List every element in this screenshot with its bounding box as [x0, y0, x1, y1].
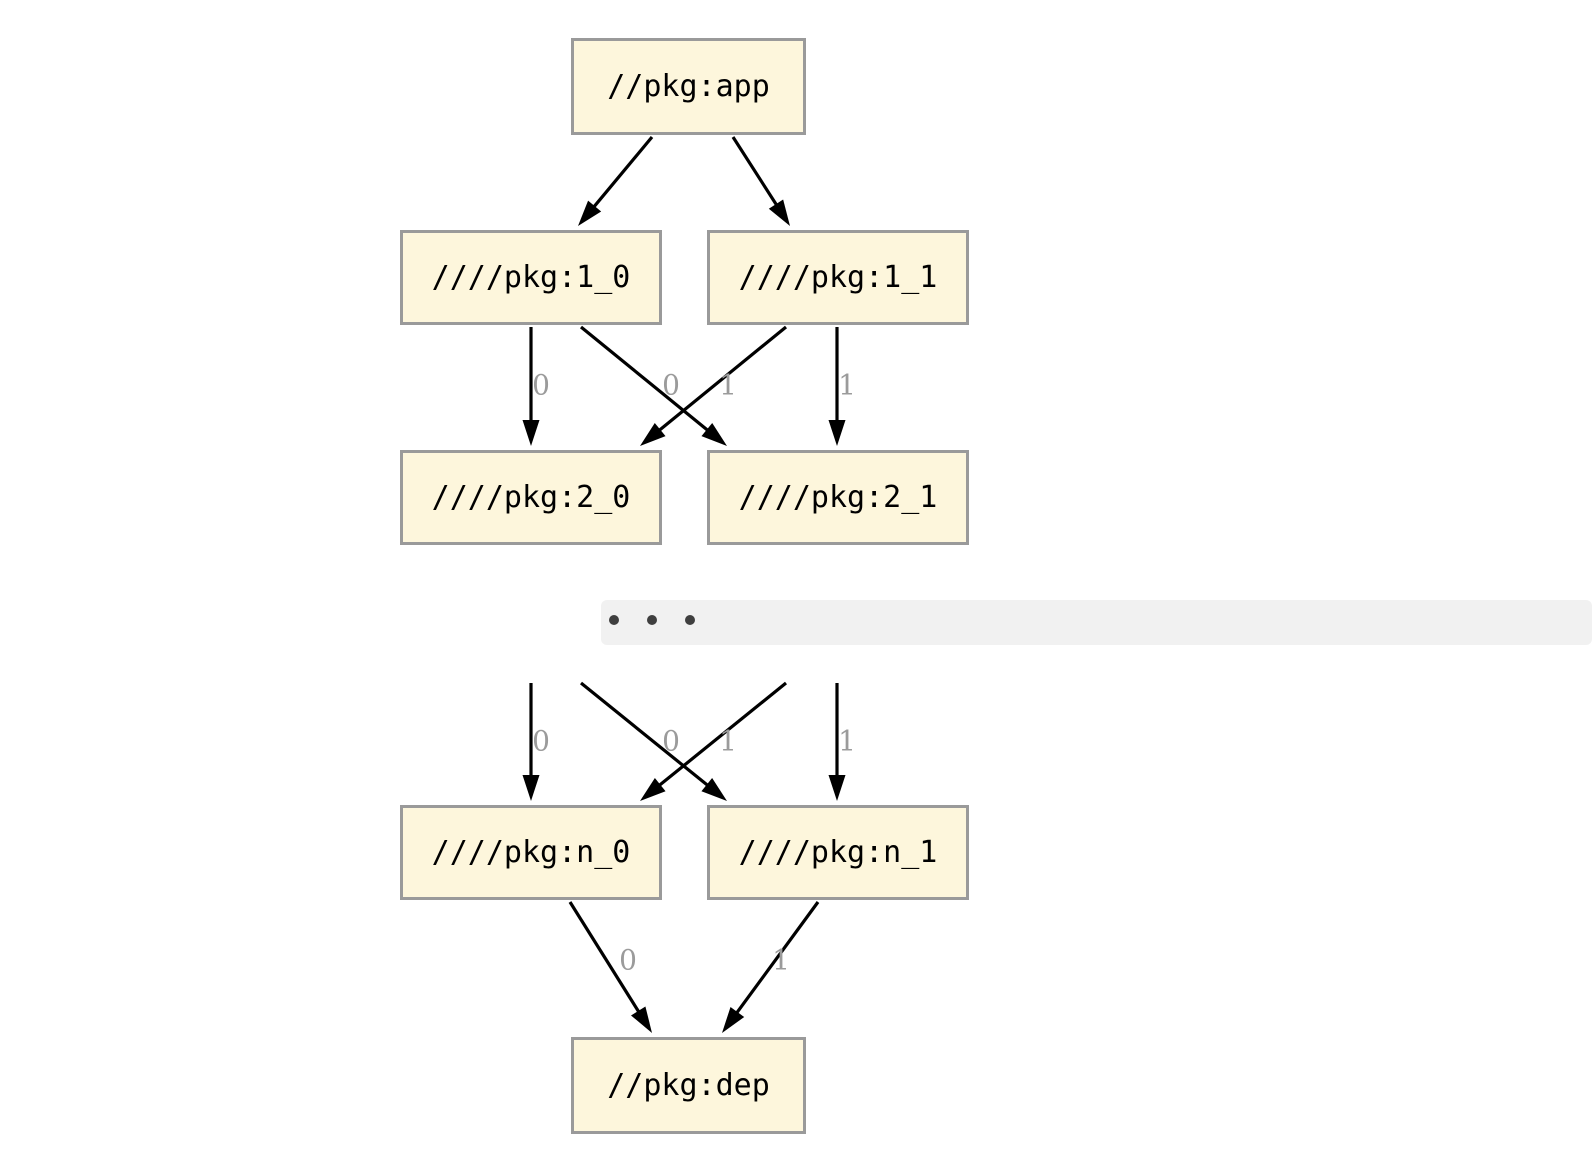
edge-label: 1 — [772, 944, 790, 977]
edge-line-10 — [568, 901, 642, 1015]
node-app[interactable]: //pkg:app — [571, 38, 806, 135]
edge-label: 0 — [532, 369, 550, 402]
edge-arrowhead-8 — [640, 778, 666, 801]
node-box — [707, 805, 969, 900]
edge-label: 1 — [838, 725, 856, 758]
edge-line-3 — [579, 325, 711, 433]
node-label: ////pkg:n_1 — [739, 835, 938, 870]
ellipsis-band — [601, 600, 1592, 645]
edges-group — [522, 135, 846, 1033]
node-nn_0[interactable]: ////pkg:n_0 — [400, 805, 662, 900]
node-label: ////pkg:1_1 — [739, 260, 938, 295]
node-box — [400, 450, 662, 545]
edge-label: 0 — [619, 944, 637, 977]
node-n2_1[interactable]: ////pkg:2_1 — [707, 450, 969, 545]
edge-label: 1 — [719, 725, 737, 758]
node-box — [707, 230, 969, 325]
node-dep[interactable]: //pkg:dep — [571, 1037, 806, 1134]
ellipsis-dot-0 — [609, 615, 619, 625]
nodes-group: //pkg:app ////pkg:1_0 ////pkg:1_1 ////pkg:2… — [400, 38, 969, 1134]
ellipsis-dot-2 — [685, 615, 695, 625]
edge-label: 1 — [719, 369, 737, 402]
edge-arrowhead-10 — [631, 1006, 652, 1033]
node-nn_1[interactable]: ////pkg:n_1 — [707, 805, 969, 900]
edge-arrowhead-2 — [522, 420, 540, 446]
edge-line-4 — [656, 325, 788, 433]
edge-label: 0 — [532, 725, 550, 758]
node-n1_0[interactable]: ////pkg:1_0 — [400, 230, 662, 325]
edge-label: 0 — [662, 725, 680, 758]
edge-label: 0 — [662, 369, 680, 402]
edge-arrowhead-9 — [828, 775, 846, 801]
edge-labels-group: 0 0 1 1 0 0 1 1 0 1 — [532, 369, 856, 977]
edge-arrowhead-6 — [522, 775, 540, 801]
edge-arrowhead-11 — [722, 1007, 745, 1033]
ellipsis-dot-1 — [647, 615, 657, 625]
edge-arrowhead-0 — [578, 200, 602, 226]
edge-arrowhead-7 — [701, 778, 727, 801]
edge-arrowhead-5 — [828, 420, 846, 446]
node-box — [707, 450, 969, 545]
node-label: ////pkg:2_1 — [739, 480, 938, 515]
edge-arrowhead-1 — [768, 199, 790, 226]
edge-line-8 — [656, 681, 788, 788]
edge-line-0 — [591, 135, 654, 210]
ellipsis-group — [601, 600, 1592, 645]
edge-line-7 — [579, 681, 711, 788]
node-box — [400, 230, 662, 325]
edge-label: 1 — [838, 369, 856, 402]
node-box — [400, 805, 662, 900]
node-label: //pkg:app — [607, 69, 770, 104]
edge-line-1 — [731, 136, 779, 208]
edge-line-11 — [734, 901, 820, 1016]
node-box — [571, 1037, 806, 1134]
node-label: ////pkg:n_0 — [432, 835, 631, 870]
edge-arrowhead-3 — [701, 422, 727, 446]
node-label: //pkg:dep — [607, 1068, 770, 1103]
node-box — [571, 38, 806, 135]
node-n1_1[interactable]: ////pkg:1_1 — [707, 230, 969, 325]
edge-arrowhead-4 — [640, 422, 666, 446]
node-label: ////pkg:2_0 — [432, 480, 631, 515]
node-n2_0[interactable]: ////pkg:2_0 — [400, 450, 662, 545]
node-label: ////pkg:1_0 — [432, 260, 631, 295]
